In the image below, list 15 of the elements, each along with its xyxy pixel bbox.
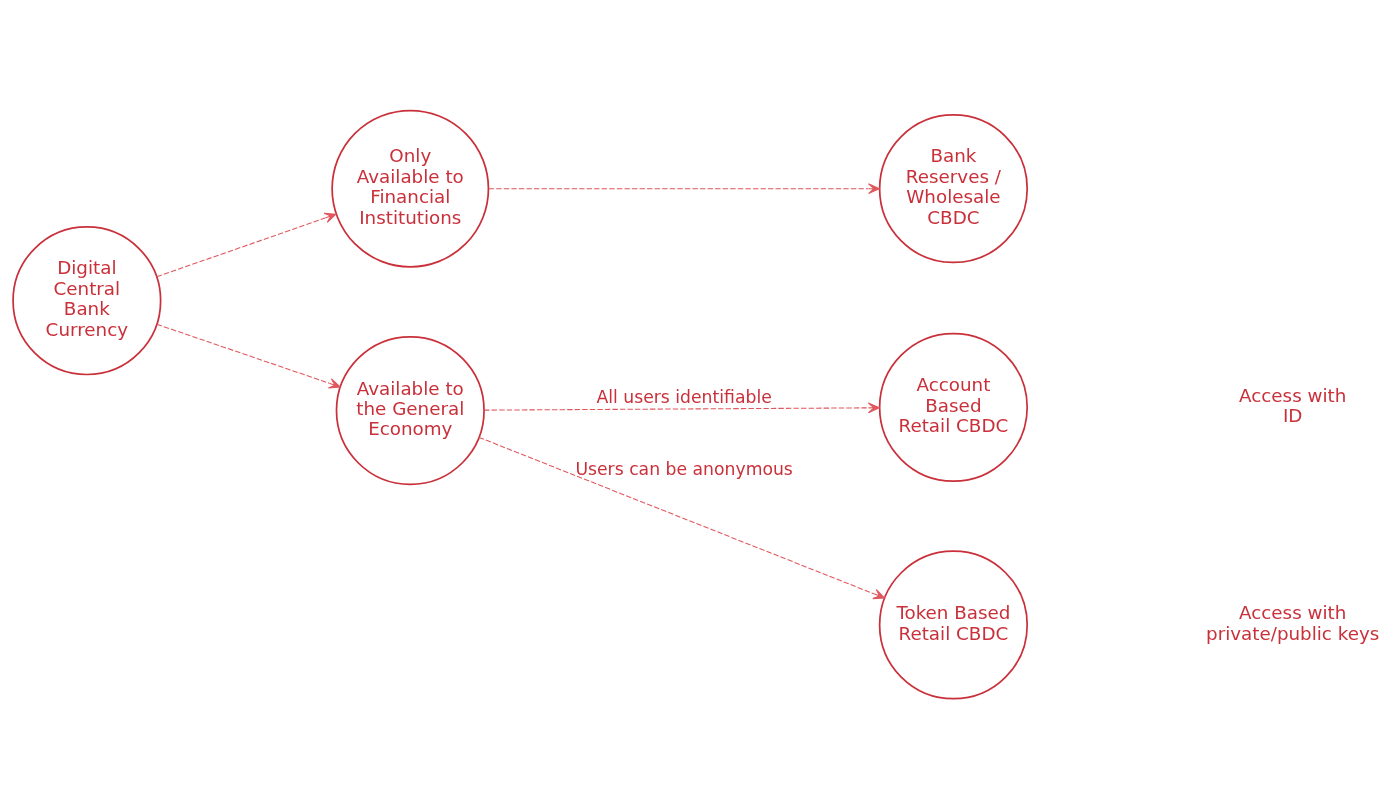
arrow bbox=[488, 183, 880, 195]
node-circle: Token Based Retail CBDC bbox=[878, 550, 1029, 700]
node-circle: Only Available to Financial Institutions bbox=[331, 109, 490, 268]
node-circle: Available to the General Economy bbox=[335, 335, 485, 486]
arrow bbox=[156, 323, 341, 389]
arrow bbox=[483, 402, 880, 414]
label: Access with private/public keys bbox=[1206, 602, 1380, 644]
edge-label: All users identifiable bbox=[596, 386, 772, 407]
label: Access with ID bbox=[1239, 384, 1347, 426]
arrow bbox=[478, 436, 886, 600]
arrow bbox=[156, 212, 337, 278]
node-circle: Digital Central Bank Currency bbox=[12, 226, 162, 376]
edge-label: Users can be anonymous bbox=[575, 458, 793, 479]
node-circle: Account Based Retail CBDC bbox=[878, 332, 1029, 482]
node-circle: Bank Reserves / Wholesale CBDC bbox=[878, 114, 1029, 264]
